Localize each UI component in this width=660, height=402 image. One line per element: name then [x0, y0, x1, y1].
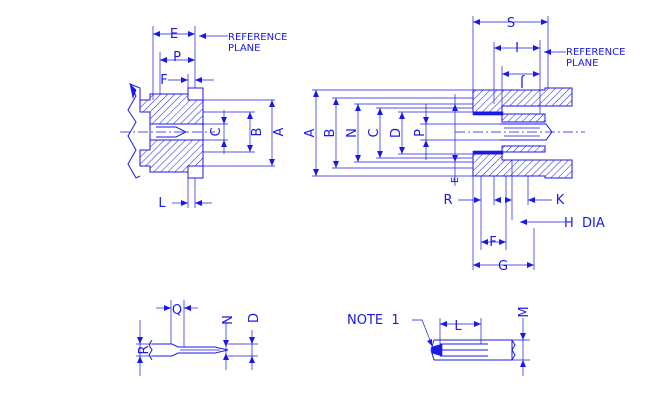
dim-b: B — [250, 128, 265, 137]
dim-f-left: F — [160, 73, 167, 88]
ref-plane-left: REFERENCE PLANE — [228, 32, 291, 54]
dim-r-pin: R — [137, 345, 152, 354]
note-1-label: NOTE 1 — [347, 313, 400, 328]
dim-d-pin: D — [247, 313, 262, 323]
dim-k: K — [556, 193, 565, 208]
pin-detail-right: NOTE 1 L M — [347, 306, 532, 376]
dim-j: J — [520, 74, 525, 89]
dim-n-pin: N — [221, 315, 236, 325]
dim-s: S — [507, 16, 515, 31]
ref-plane-right: REFERENCE PLANE — [566, 47, 629, 69]
dim-i: I — [515, 41, 519, 56]
dim-l-pin: L — [454, 319, 462, 334]
dim-p-right: P — [413, 129, 428, 137]
ref-plane-line: PLANE — [228, 43, 260, 54]
dim-l-left: L — [158, 196, 166, 211]
dim-e: E — [170, 27, 178, 42]
dim-c-right: C — [367, 128, 382, 137]
dim-c: C — [209, 127, 224, 136]
dim-r-right: R — [443, 193, 452, 208]
dim-d-right: D — [389, 128, 404, 138]
dim-a: A — [272, 127, 287, 136]
right-connector: A B N C D P E S I J REFERENCE PLANE — [303, 16, 629, 274]
dim-e-right: E — [450, 177, 461, 183]
dim-f-right: F — [489, 235, 496, 250]
h-dia-label: H DIA — [564, 216, 605, 231]
pin-detail-left: Q N D R — [136, 300, 262, 376]
dim-a-right: A — [303, 128, 318, 137]
dim-p: P — [173, 50, 181, 65]
dim-b-right: B — [323, 129, 338, 138]
dim-m: M — [517, 306, 532, 317]
ref-plane-line: PLANE — [566, 58, 598, 69]
dim-g: G — [498, 259, 508, 274]
dim-q: Q — [172, 303, 182, 318]
dim-n-right: N — [345, 128, 360, 138]
left-connector: C B A E P F REFERENCE PLANE L — [120, 26, 291, 211]
